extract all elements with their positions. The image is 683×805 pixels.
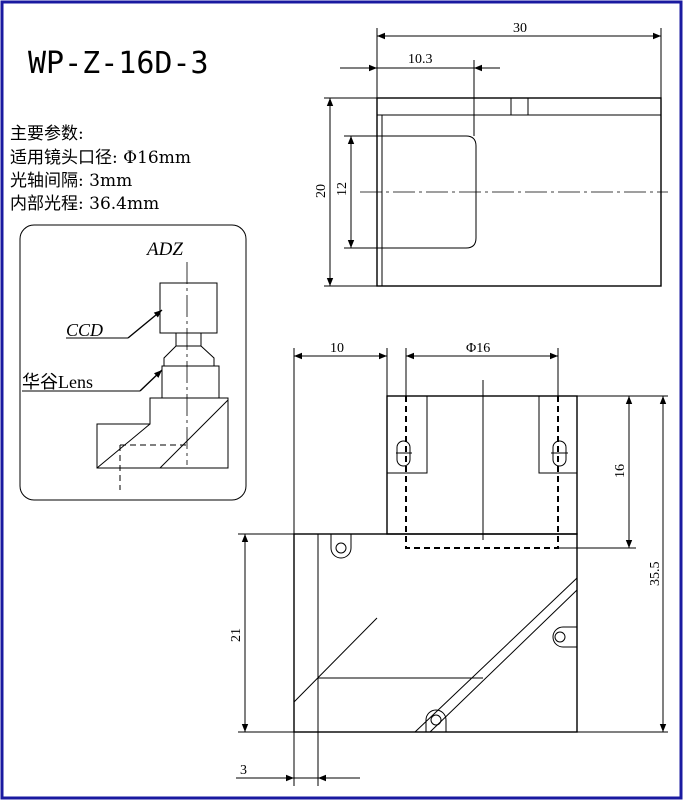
svg-text:10: 10 [330, 341, 344, 356]
inset-prism-body [96, 397, 229, 469]
lens-leader-arrow [139, 369, 163, 392]
svg-text:12: 12 [335, 182, 350, 196]
front-view: 10 Φ16 16 35.5 21 3 [229, 341, 668, 786]
param-heading: 主要参数: [10, 124, 84, 144]
ccd-leader-arrow [127, 309, 163, 339]
svg-text:21: 21 [229, 628, 244, 642]
svg-text:3: 3 [240, 763, 247, 778]
lens-mount-outline [386, 395, 578, 535]
inset-label-adz: ADZ [145, 239, 183, 260]
inset-frame [19, 224, 247, 501]
mount-hole-top [335, 542, 347, 554]
param-lens-aperture: 适用镜头口径: Φ16mm [10, 148, 191, 168]
parameter-block: 主要参数: 适用镜头口径: Φ16mm 光轴间隔: 3mm 内部光程: 36.4… [10, 124, 191, 214]
prism-body-outline [293, 533, 578, 733]
model-title: WP-Z-16D-3 [28, 46, 209, 81]
inset-label-ccd: CCD [66, 320, 103, 340]
mount-hole-side [554, 631, 566, 643]
param-axis-spacing: 光轴间隔: 3mm [10, 171, 132, 191]
mount-hole-bottom [430, 714, 442, 726]
svg-text:30: 30 [513, 21, 527, 36]
inset-ccd-box [159, 282, 218, 334]
inset-label-lens: 华谷Lens [22, 372, 93, 392]
lens-bore-hidden [405, 396, 559, 549]
top-view: 30 10.3 20 12 [314, 21, 668, 287]
svg-text:35.5: 35.5 [648, 562, 663, 587]
svg-text:Φ16: Φ16 [466, 341, 490, 356]
param-optical-path: 内部光程: 36.4mm [10, 194, 159, 214]
svg-text:20: 20 [314, 184, 329, 198]
svg-text:10.3: 10.3 [408, 52, 433, 67]
svg-text:16: 16 [613, 464, 628, 478]
inset-schematic: ADZ CCD 华谷Lens [19, 224, 247, 501]
